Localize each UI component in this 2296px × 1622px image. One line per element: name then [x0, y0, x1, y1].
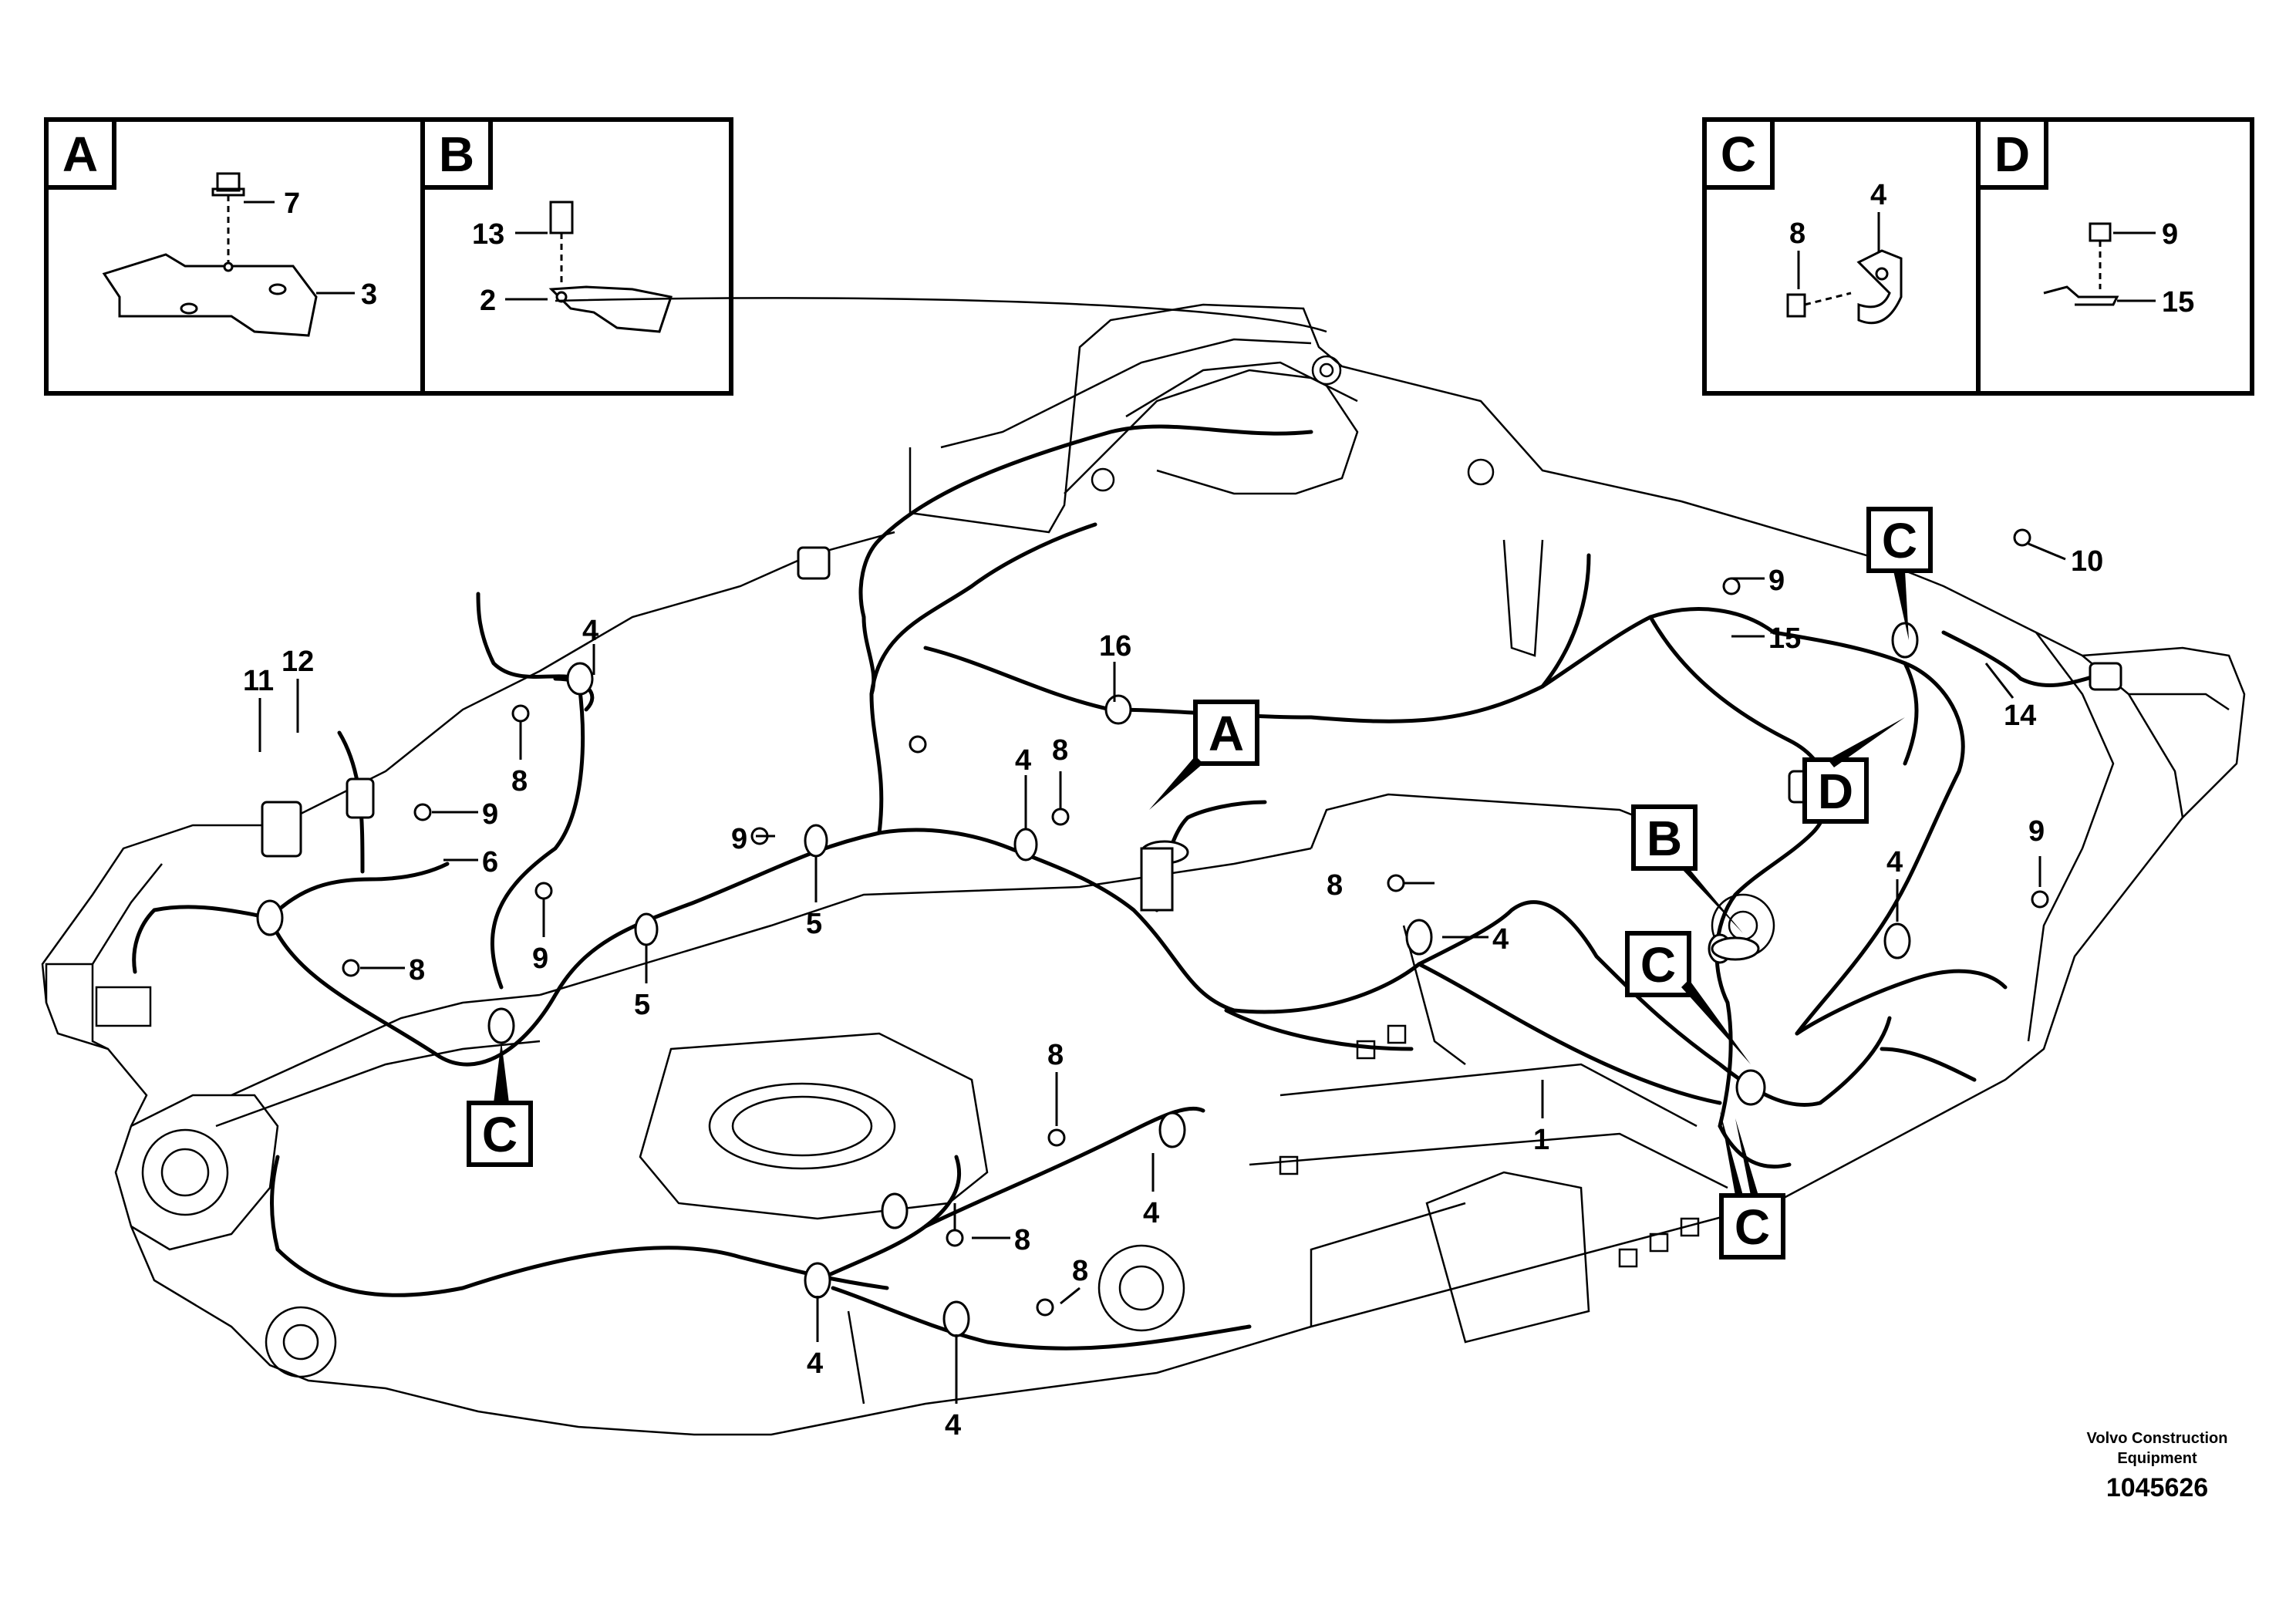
part-labels: 4 8 11 12 9 6 8 9 9 5 5 16 4 8 9 15 10 1…	[243, 545, 2103, 1442]
label-2: 2	[480, 285, 496, 317]
label-9: 9	[532, 943, 548, 975]
label-4: 4	[1492, 923, 1509, 956]
label-9: 9	[2162, 218, 2178, 251]
label-9: 9	[482, 798, 498, 831]
label-4: 4	[1015, 744, 1031, 777]
harness-connectors	[261, 546, 2122, 961]
label-8: 8	[1072, 1255, 1088, 1287]
plate-part	[102, 253, 318, 337]
label-8: 8	[1052, 734, 1068, 767]
publisher-credit-line1: Volvo Construction	[2086, 1430, 2228, 1447]
label-4: 4	[807, 1347, 823, 1380]
bolt-icon	[1786, 292, 1852, 318]
callout-tags: A B C C C C D	[467, 507, 1933, 1259]
label-8: 8	[1327, 869, 1343, 902]
callout-tag-b: B	[1631, 804, 1743, 933]
bolt-icon	[2089, 222, 2112, 289]
label-11: 11	[243, 665, 274, 697]
callout-tag-c-left: C	[467, 1041, 533, 1167]
label-4: 4	[1143, 1197, 1159, 1229]
label-9: 9	[731, 823, 747, 855]
label-8: 8	[1014, 1224, 1030, 1256]
label-8: 8	[409, 954, 425, 986]
label-8: 8	[511, 765, 528, 798]
detail-tag-b: B	[439, 126, 474, 182]
publisher-credit: Volvo Construction Equipment	[2072, 1428, 2242, 1469]
detail-view-b: B 13 2	[420, 117, 733, 396]
label-4: 4	[1870, 179, 1886, 211]
callout-tag-d-text: D	[1818, 764, 1853, 819]
detail-tag-d: D	[1994, 126, 2030, 182]
callout-tag-c-bottom: C	[1719, 1111, 1785, 1259]
label-5: 5	[806, 908, 822, 940]
label-4: 4	[1886, 846, 1903, 878]
label-9: 9	[1768, 565, 1785, 597]
callout-tag-c-left-text: C	[482, 1107, 518, 1162]
label-5: 5	[634, 989, 650, 1021]
callout-tag-c-mid-text: C	[1640, 937, 1676, 993]
detail-tag-a: A	[62, 126, 98, 182]
label-9: 9	[2028, 815, 2045, 848]
label-10: 10	[2071, 545, 2103, 578]
callout-tag-d: D	[1802, 717, 1905, 824]
label-8: 8	[1047, 1039, 1064, 1071]
label-16: 16	[1099, 630, 1131, 663]
bolt-icon	[549, 201, 574, 285]
callout-tag-c-bottom-text: C	[1735, 1199, 1770, 1255]
callout-tag-a-text: A	[1209, 706, 1244, 761]
label-1: 1	[1533, 1124, 1549, 1156]
label-4: 4	[945, 1409, 961, 1442]
publisher-credit-line2: Equipment	[2117, 1450, 2197, 1467]
detail-view-d: D 9 15	[1976, 117, 2254, 396]
detail-tag-c: C	[1721, 126, 1756, 182]
label-14: 14	[2004, 700, 2036, 732]
label-8: 8	[1789, 218, 1805, 250]
upper-frame-outline	[41, 297, 2246, 1436]
callout-tag-c-top-text: C	[1882, 513, 1917, 568]
callout-tag-c-top: C	[1866, 507, 1933, 640]
callout-tag-a: A	[1149, 700, 1259, 810]
label-13: 13	[472, 218, 504, 251]
callout-tag-b-text: B	[1647, 811, 1682, 866]
label-6: 6	[482, 846, 498, 878]
leader-lines	[258, 542, 2066, 1404]
label-7: 7	[284, 187, 300, 220]
bracket-part	[2043, 285, 2119, 306]
harness-main-cable	[132, 424, 2116, 1351]
label-15: 15	[1768, 622, 1801, 655]
bolt-icon	[211, 172, 245, 262]
detail-view-c: C 4 8	[1702, 117, 1981, 396]
label-12: 12	[282, 646, 314, 678]
label-4: 4	[582, 615, 598, 647]
clip-part	[1856, 249, 1903, 325]
label-3: 3	[361, 278, 377, 311]
label-15: 15	[2162, 286, 2194, 319]
document-number: 1045626	[2106, 1473, 2209, 1502]
callout-tag-c-mid: C	[1625, 931, 1751, 1064]
detail-view-a: A 7 3	[44, 117, 425, 396]
